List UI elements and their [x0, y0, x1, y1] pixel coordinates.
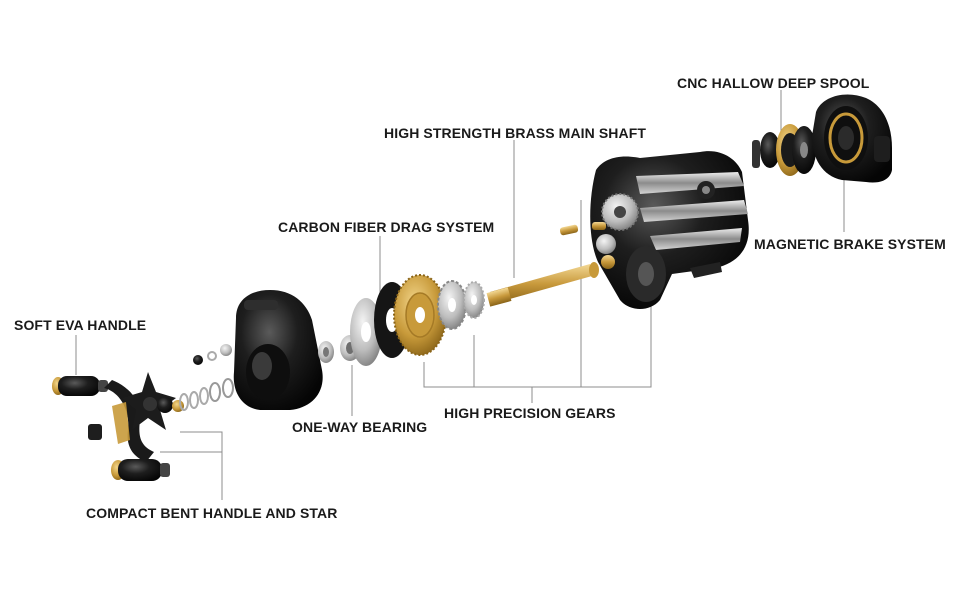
label-cnc-spool: CNC HALLOW DEEP SPOOL [677, 75, 870, 91]
leader-lines [75, 90, 845, 500]
spool [752, 124, 816, 176]
main-gear [393, 274, 447, 356]
leader-high-precision-gears [423, 300, 652, 388]
side-plate [233, 290, 323, 410]
label-soft-eva-handle: SOFT EVA HANDLE [14, 317, 147, 333]
label-one-way-bearing: ONE-WAY BEARING [292, 419, 428, 435]
reel-frame [559, 151, 749, 309]
handle-arm [104, 380, 154, 462]
label-magnetic-brake: MAGNETIC BRAKE SYSTEM [754, 236, 946, 252]
label-high-precision-gears: HIGH PRECISION GEARS [444, 405, 616, 421]
label-compact-bent-handle: COMPACT BENT HANDLE AND STAR [86, 505, 338, 521]
small-gears [437, 280, 485, 330]
leader-compact-bent-handle [180, 431, 223, 500]
label-carbon-fiber-drag: CARBON FIBER DRAG SYSTEM [278, 219, 495, 235]
handle-assembly [52, 344, 234, 481]
magnetic-brake-plate [812, 94, 892, 183]
brass-main-shaft [486, 262, 599, 307]
eva-knob-lower [111, 459, 170, 481]
eva-knob-upper [52, 376, 108, 396]
label-brass-main-shaft: HIGH STRENGTH BRASS MAIN SHAFT [384, 125, 646, 141]
star-drag [122, 372, 176, 430]
